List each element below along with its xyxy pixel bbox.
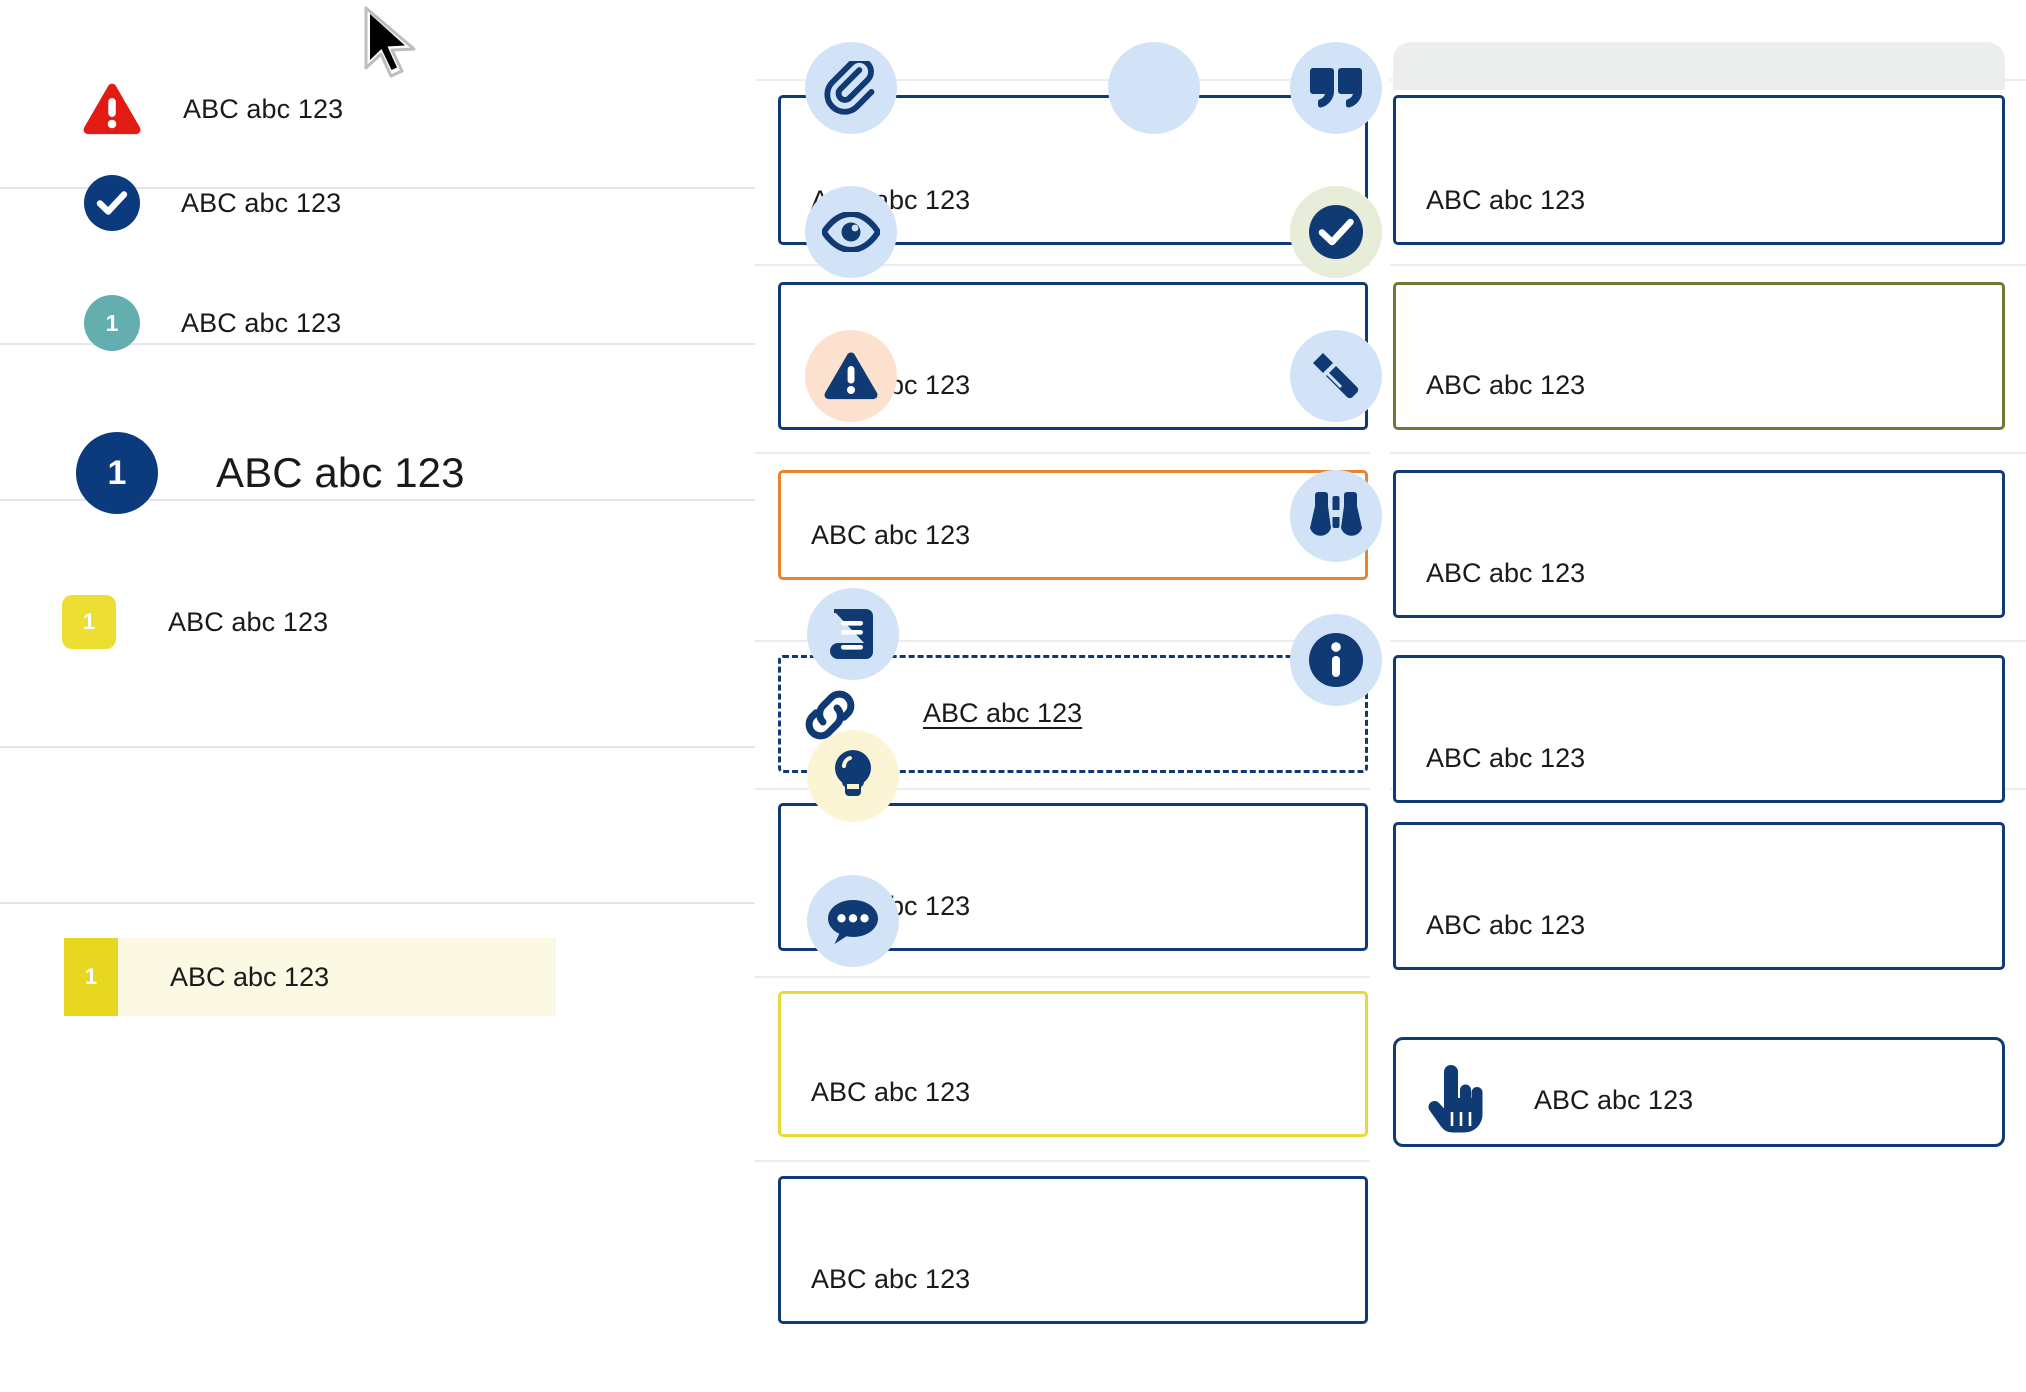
card-label: ABC abc 123: [1534, 1085, 1694, 1115]
card-discussion[interactable]: ABC abc 123: [778, 1176, 1368, 1324]
number-badge-icon: 1: [64, 938, 118, 1016]
card-confirmed[interactable]: ABC abc 123: [1393, 282, 2005, 430]
list-divider: [0, 746, 755, 748]
card-label: ABC abc 123: [811, 1077, 971, 1107]
warning-triangle-icon: [82, 82, 142, 136]
paperclip-icon: [805, 42, 897, 134]
badge-value: 1: [107, 453, 127, 492]
badge-value: 1: [105, 309, 119, 336]
card-quote[interactable]: ABC abc 123: [1393, 95, 2005, 245]
card-divider: [755, 79, 1370, 81]
eye-icon: [805, 186, 897, 278]
list-item-label: ABC abc 123: [181, 187, 342, 218]
binoculars-icon: [1290, 470, 1382, 562]
card-edit[interactable]: ABC abc 123: [1393, 470, 2005, 618]
info-circle-icon: [1290, 614, 1382, 706]
pointing-hand-icon: [1426, 1062, 1486, 1139]
card-divider: [755, 640, 1370, 642]
card-label: ABC abc 123: [1426, 558, 1586, 588]
card-divider: [755, 1160, 1370, 1162]
book-icon: [807, 588, 899, 680]
card-label: ABC abc 123: [1426, 910, 1586, 940]
list-divider: [0, 499, 755, 501]
quotation-mark-icon: [1290, 42, 1382, 134]
quotation-mark-icon: [1108, 42, 1200, 134]
list-item-step-yellow[interactable]: 1 ABC abc 123: [62, 595, 328, 649]
list-item-success[interactable]: ABC abc 123: [84, 175, 341, 231]
list-item-step-large[interactable]: 1 ABC abc 123: [76, 432, 465, 514]
card-divider: [755, 452, 1370, 454]
number-badge-icon: 1: [62, 595, 116, 649]
list-item-label: ABC abc 123: [170, 961, 330, 992]
list-item-danger[interactable]: ABC abc 123: [82, 82, 343, 136]
list-divider: [0, 343, 755, 345]
card-divider: [1390, 264, 2026, 266]
card-warning[interactable]: ABC abc 123: [778, 470, 1368, 580]
check-circle-icon: [84, 175, 140, 231]
card-info[interactable]: ABC abc 123: [1393, 822, 2005, 970]
warning-triangle-icon: [805, 330, 897, 422]
link-icon: [800, 687, 860, 743]
card-divider: [1390, 452, 2026, 454]
number-badge-icon: 1: [76, 432, 158, 514]
mouse-cursor: [356, 4, 428, 91]
right-panel-backdrop-fill: [1393, 78, 2005, 90]
check-circle-icon: [1290, 186, 1382, 278]
lightbulb-icon: [807, 730, 899, 822]
card-divider: [755, 788, 1370, 790]
pencil-icon: [1290, 330, 1382, 422]
card-action[interactable]: ABC abc 123: [1393, 1037, 2005, 1147]
list-divider: [0, 187, 755, 189]
card-divider: [755, 264, 1370, 266]
card-label: ABC abc 123: [1426, 743, 1586, 773]
card-divider: [1390, 79, 2026, 81]
chat-bubble-icon: [807, 875, 899, 967]
list-item-label: ABC abc 123: [181, 307, 342, 338]
card-label: ABC abc 123: [811, 1264, 971, 1294]
list-item-step-teal[interactable]: 1 ABC abc 123: [84, 295, 341, 351]
card-observe[interactable]: ABC abc 123: [1393, 655, 2005, 803]
card-label: ABC abc 123: [1426, 370, 1586, 400]
left-list-column: ABC abc 123 ABC abc 123 1 ABC abc 123 1 …: [0, 0, 760, 1392]
list-item-label: ABC abc 123: [216, 449, 465, 496]
list-divider: [0, 902, 755, 904]
card-label: ABC abc 123: [1426, 185, 1586, 215]
card-divider: [1390, 640, 2026, 642]
card-tip[interactable]: ABC abc 123: [778, 991, 1368, 1137]
card-action-content: ABC abc 123: [1426, 1062, 1693, 1139]
list-item-step-selected[interactable]: 1 ABC abc 123: [64, 938, 556, 1016]
badge-value: 1: [82, 609, 96, 634]
card-divider: [755, 976, 1370, 978]
list-item-label: ABC abc 123: [183, 93, 344, 124]
number-badge-icon: 1: [84, 295, 140, 351]
card-label: ABC abc 123: [811, 520, 971, 550]
list-item-label: ABC abc 123: [168, 606, 329, 637]
card-link-label[interactable]: ABC abc 123: [923, 698, 1083, 728]
badge-value: 1: [84, 964, 98, 989]
